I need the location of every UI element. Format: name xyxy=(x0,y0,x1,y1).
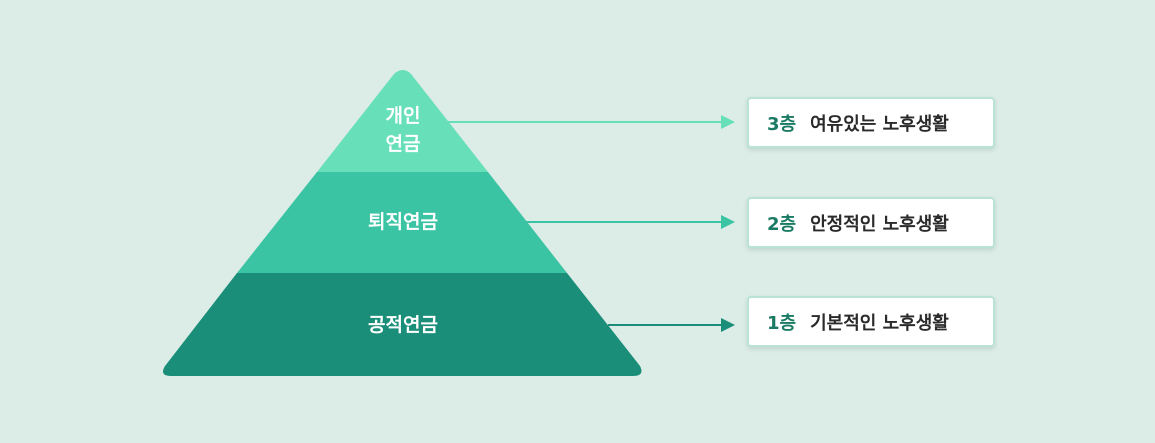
tier-public-pension-label: 공적연금 xyxy=(368,314,438,336)
level-description: 여유있는 노후생활 xyxy=(810,113,949,135)
arrowhead-1 xyxy=(721,318,735,332)
tier-personal-pension-label-line1: 개인 xyxy=(385,105,421,127)
level-box-2: 2층 안정적인 노후생활 xyxy=(747,197,995,248)
arrowhead-2 xyxy=(721,215,735,229)
tier-retirement-pension-label: 퇴직연금 xyxy=(368,211,438,233)
tier-personal-pension-label: 개인 연금 xyxy=(353,102,453,158)
level-box-1: 1층 기본적인 노후생활 xyxy=(747,296,995,347)
level-number: 3층 xyxy=(767,113,797,135)
level-description: 기본적인 노후생활 xyxy=(810,312,949,334)
arrowhead-3 xyxy=(721,115,735,129)
tier-retirement-pension-shape xyxy=(237,172,567,273)
tier-personal-pension-shape xyxy=(317,70,488,172)
level-number: 2층 xyxy=(767,213,797,235)
tier-personal-pension-label-line2: 연금 xyxy=(385,133,421,155)
level-number: 1층 xyxy=(767,312,797,334)
level-box-3: 3층 여유있는 노후생활 xyxy=(747,97,995,148)
level-description: 안정적인 노후생활 xyxy=(810,213,949,235)
tier-public-pension-shape xyxy=(163,273,642,376)
